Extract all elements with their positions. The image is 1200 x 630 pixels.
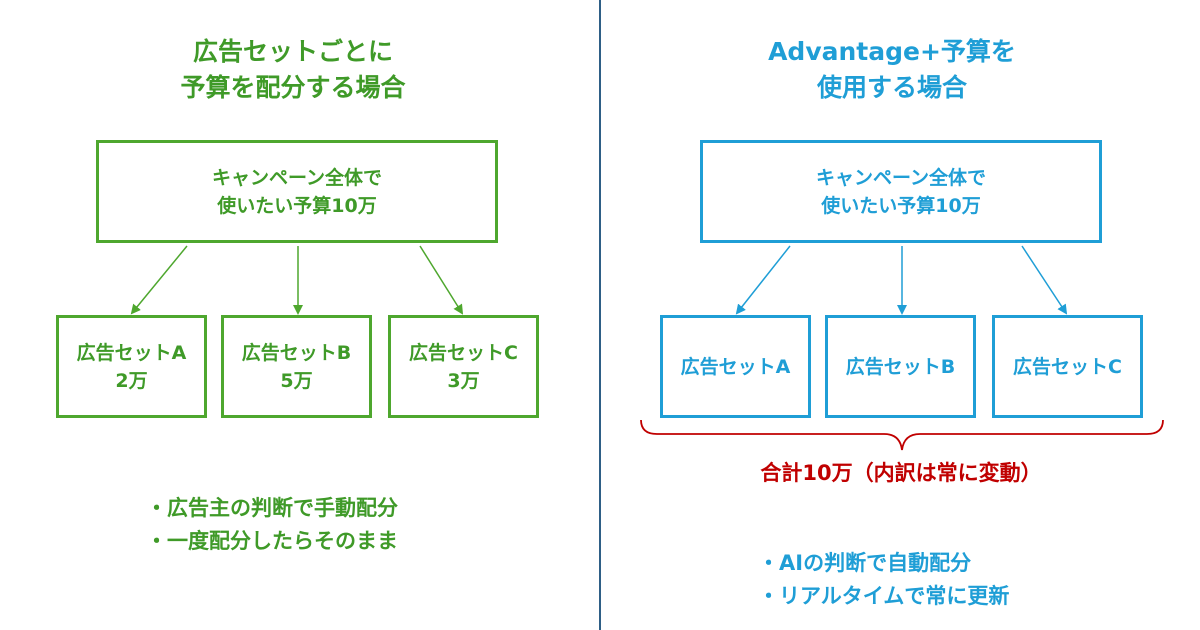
right-adset-c: 広告セットC (992, 315, 1143, 418)
left-notes: ・広告主の判断で手動配分 ・一度配分したらそのまま (146, 492, 398, 558)
right-title-line-2: 使用する場合 (816, 73, 967, 102)
left-arrow-c (419, 245, 464, 315)
right-title: Advantage+予算を 使用する場合 (662, 34, 1122, 106)
left-campaign-line-2: 使いたい予算10万 (217, 194, 377, 217)
left-note-2: ・一度配分したらそのまま (146, 529, 398, 553)
left-arrow-a (130, 245, 188, 315)
left-title-line-2: 予算を配分する場合 (180, 73, 406, 102)
left-adset-c-name: 広告セットC (409, 341, 518, 364)
left-campaign-box: キャンペーン全体で 使いたい予算10万 (96, 140, 498, 243)
right-arrow-c (1021, 245, 1068, 315)
left-title: 広告セットごとに 予算を配分する場合 (63, 34, 523, 106)
right-campaign-line-2: 使いたい予算10万 (821, 194, 981, 217)
right-adset-c-name: 広告セットC (1013, 355, 1122, 378)
right-adset-b-name: 広告セットB (845, 355, 956, 378)
right-notes: ・AIの判断で自動配分 ・リアルタイムで常に更新 (758, 547, 1009, 613)
left-title-line-1: 広告セットごとに (192, 37, 393, 66)
right-arrow-a (735, 245, 791, 315)
right-note-1: ・AIの判断で自動配分 (758, 551, 972, 575)
left-adset-a: 広告セットA 2万 (56, 315, 207, 418)
right-adset-a: 広告セットA (660, 315, 811, 418)
left-adset-c-budget: 3万 (447, 369, 480, 392)
left-campaign-line-1: キャンペーン全体で (211, 166, 383, 189)
left-adset-b-name: 広告セットB (241, 341, 352, 364)
left-adset-b-budget: 5万 (280, 369, 313, 392)
left-adset-c: 広告セットC 3万 (388, 315, 539, 418)
left-adset-a-name: 広告セットA (76, 341, 187, 364)
right-total-label: 合計10万（内訳は常に変動） (760, 461, 1042, 485)
right-note-2: ・リアルタイムで常に更新 (758, 584, 1010, 608)
right-adset-b: 広告セットB (825, 315, 976, 418)
right-total-brace (640, 419, 1164, 451)
left-adset-b: 広告セットB 5万 (221, 315, 372, 418)
right-title-line-1: Advantage+予算を (768, 37, 1016, 66)
right-adset-a-name: 広告セットA (680, 355, 791, 378)
left-note-1: ・広告主の判断で手動配分 (146, 496, 398, 520)
left-adset-a-budget: 2万 (115, 369, 148, 392)
right-campaign-box: キャンペーン全体で 使いたい予算10万 (700, 140, 1102, 243)
right-campaign-line-1: キャンペーン全体で (815, 166, 987, 189)
center-divider (599, 0, 601, 630)
